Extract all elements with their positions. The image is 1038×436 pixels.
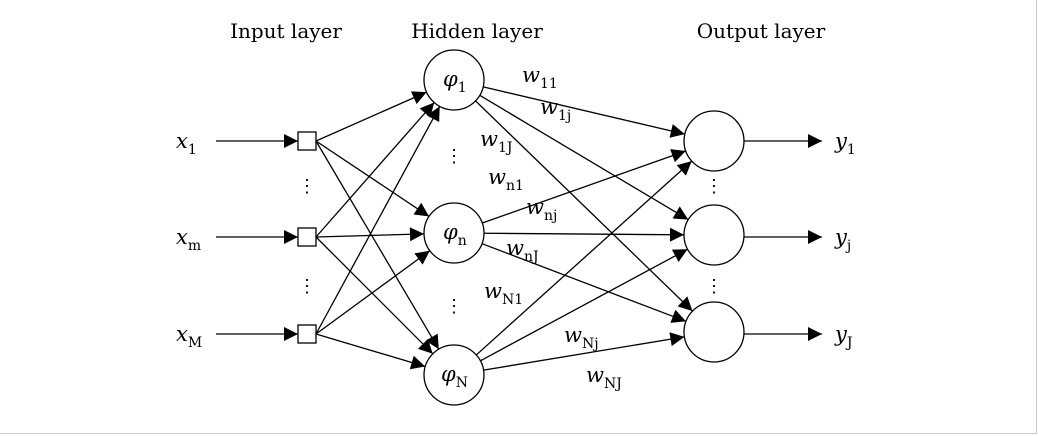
edge-x1-phin xyxy=(315,140,430,217)
hidden-layer-title: Hidden layer xyxy=(411,19,543,43)
weight-label-nJ: wnJ xyxy=(506,236,539,265)
output-ellipsis-upper: ⋮ xyxy=(705,176,723,197)
input-node-m xyxy=(297,227,317,247)
edge-phi1-yj xyxy=(479,94,689,221)
input-label-m: xm xyxy=(176,225,201,254)
hidden-label-N: φN xyxy=(441,362,468,391)
input-node-1 xyxy=(297,131,317,151)
edge-xm-phiN xyxy=(315,236,434,355)
weight-label-nj: wnj xyxy=(526,195,557,224)
weight-label-1J: w1J xyxy=(480,127,513,156)
edge-phin-yj xyxy=(483,227,685,242)
edge-phi1-y1 xyxy=(483,86,685,138)
weight-label-11: w11 xyxy=(522,63,558,92)
hidden-label-n: φn xyxy=(443,220,467,249)
edge-x1-phi1 xyxy=(315,91,427,142)
connections xyxy=(315,86,693,371)
input-layer-title: Input layer xyxy=(230,19,342,43)
weight-label-N1: wN1 xyxy=(484,279,523,308)
output-node-1 xyxy=(683,110,745,172)
output-label-1: y1 xyxy=(834,129,856,158)
edge-phiN-yj xyxy=(480,248,688,362)
edge-phiN-yJ xyxy=(483,332,685,371)
hidden-label-1: φ1 xyxy=(443,67,467,96)
input-ellipsis-upper: ⋮ xyxy=(298,176,316,197)
edge-phin-yJ xyxy=(481,243,687,323)
output-layer-title: Output layer xyxy=(697,19,826,43)
hidden-node-n xyxy=(423,202,485,264)
input-node-M xyxy=(297,324,317,344)
edge-phin-y1 xyxy=(482,149,686,224)
edge-xm-phi1 xyxy=(315,102,435,238)
hidden-node-1 xyxy=(423,49,485,111)
hidden-ellipsis-lower: ⋮ xyxy=(445,296,463,317)
input-label-1: x1 xyxy=(176,129,197,158)
weight-label-NJ: wNJ xyxy=(586,363,622,392)
edge-x1-phiN xyxy=(315,140,440,350)
input-ellipsis-lower: ⋮ xyxy=(298,276,316,297)
input-label-M: xM xyxy=(176,322,202,351)
output-label-J: yJ xyxy=(834,322,853,351)
hidden-node-N xyxy=(423,344,485,406)
weight-label-n1: wn1 xyxy=(488,165,524,194)
output-label-j: yj xyxy=(834,225,851,254)
edge-xM-phin xyxy=(315,250,431,335)
edge-phi1-yJ xyxy=(475,100,693,312)
output-node-J xyxy=(683,301,745,363)
edge-xM-phiN xyxy=(315,333,426,370)
edge-xM-phi1 xyxy=(315,106,441,335)
edge-phiN-y1 xyxy=(475,160,693,356)
output-ellipsis-lower: ⋮ xyxy=(705,276,723,297)
hidden-ellipsis-upper: ⋮ xyxy=(445,146,463,167)
weight-label-Nj: wNj xyxy=(564,323,599,352)
weight-label-1j: w1j xyxy=(540,95,571,124)
output-node-j xyxy=(683,204,745,266)
